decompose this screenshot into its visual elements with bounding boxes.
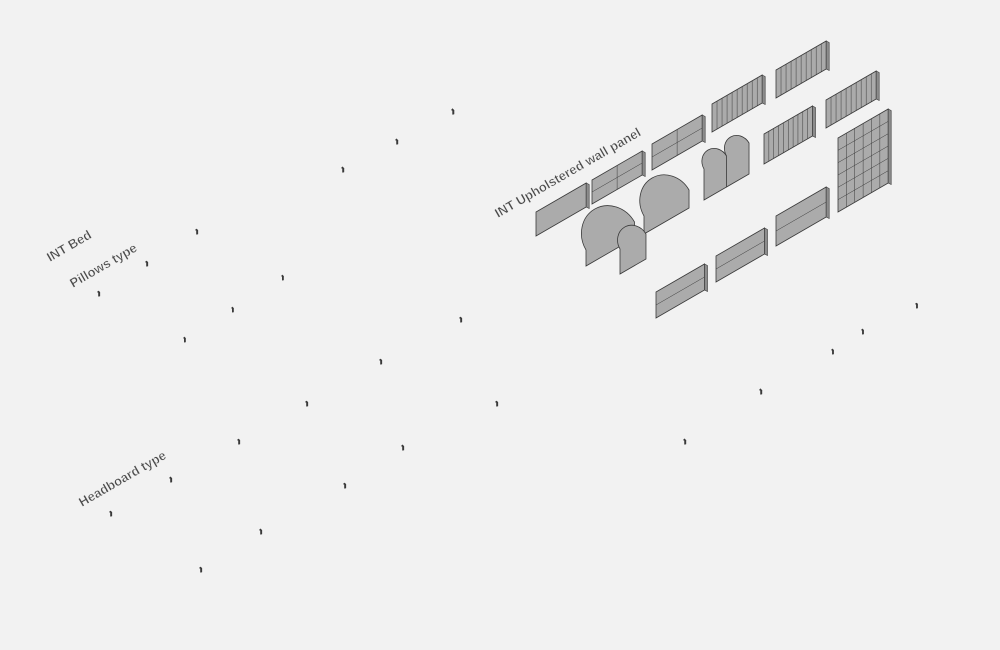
headboard-bed-13[interactable] — [379, 358, 383, 365]
headboard-type-label: Headboard type — [76, 447, 169, 509]
headboard-bed-10[interactable] — [169, 476, 173, 483]
headboard-bed-18[interactable] — [401, 444, 405, 451]
wall-panel-11[interactable] — [837, 108, 892, 213]
bed-family-label: INT Bed — [44, 227, 94, 265]
headboard-bed-9[interactable] — [109, 510, 113, 517]
right-bed-22[interactable] — [831, 348, 834, 355]
wall-panel-3[interactable] — [711, 74, 766, 133]
wall-panel-12[interactable] — [655, 263, 708, 319]
pillows-bed-6[interactable] — [183, 336, 186, 343]
wall-panel-9[interactable] — [825, 70, 880, 129]
headboard-bed-15[interactable] — [199, 566, 203, 573]
wall-panel-14[interactable] — [775, 186, 830, 247]
right-bed-24[interactable] — [915, 302, 918, 309]
headboard-bed-17[interactable] — [343, 482, 347, 489]
wall-panel-0[interactable] — [535, 182, 590, 237]
right-bed-20[interactable] — [683, 438, 687, 445]
wall-panel-family — [535, 40, 892, 319]
pillows-bed-8[interactable] — [281, 274, 284, 281]
wall-panel-10[interactable] — [617, 224, 647, 275]
right-bed-23[interactable] — [861, 328, 864, 335]
headboard-bed-16[interactable] — [259, 528, 263, 535]
headboard-bed-14[interactable] — [459, 316, 463, 323]
wall-panel-8[interactable] — [763, 105, 816, 165]
headboard-bed-12[interactable] — [305, 400, 309, 407]
wall-panel-5[interactable] — [581, 205, 635, 267]
pillows-bed-3[interactable] — [97, 290, 101, 297]
headboard-bed-11[interactable] — [237, 438, 241, 445]
wall-panel-2[interactable] — [651, 114, 706, 171]
pillows-bed-4[interactable] — [145, 260, 149, 267]
wall-panel-1[interactable] — [591, 150, 646, 205]
wall-panel-7[interactable] — [701, 135, 750, 201]
wall-panel-13[interactable] — [715, 227, 768, 283]
wall-panel-4[interactable] — [775, 40, 830, 99]
bed-families — [97, 108, 918, 573]
right-bed-21[interactable] — [759, 388, 763, 395]
pillows-bed-7[interactable] — [231, 306, 234, 313]
top-bed-0[interactable] — [341, 166, 345, 173]
headboard-bed-19[interactable] — [495, 400, 499, 407]
wall-panel-6[interactable] — [639, 174, 690, 235]
top-bed-1[interactable] — [395, 138, 399, 145]
top-bed-2[interactable] — [451, 108, 455, 115]
pillows-bed-5[interactable] — [195, 228, 199, 235]
